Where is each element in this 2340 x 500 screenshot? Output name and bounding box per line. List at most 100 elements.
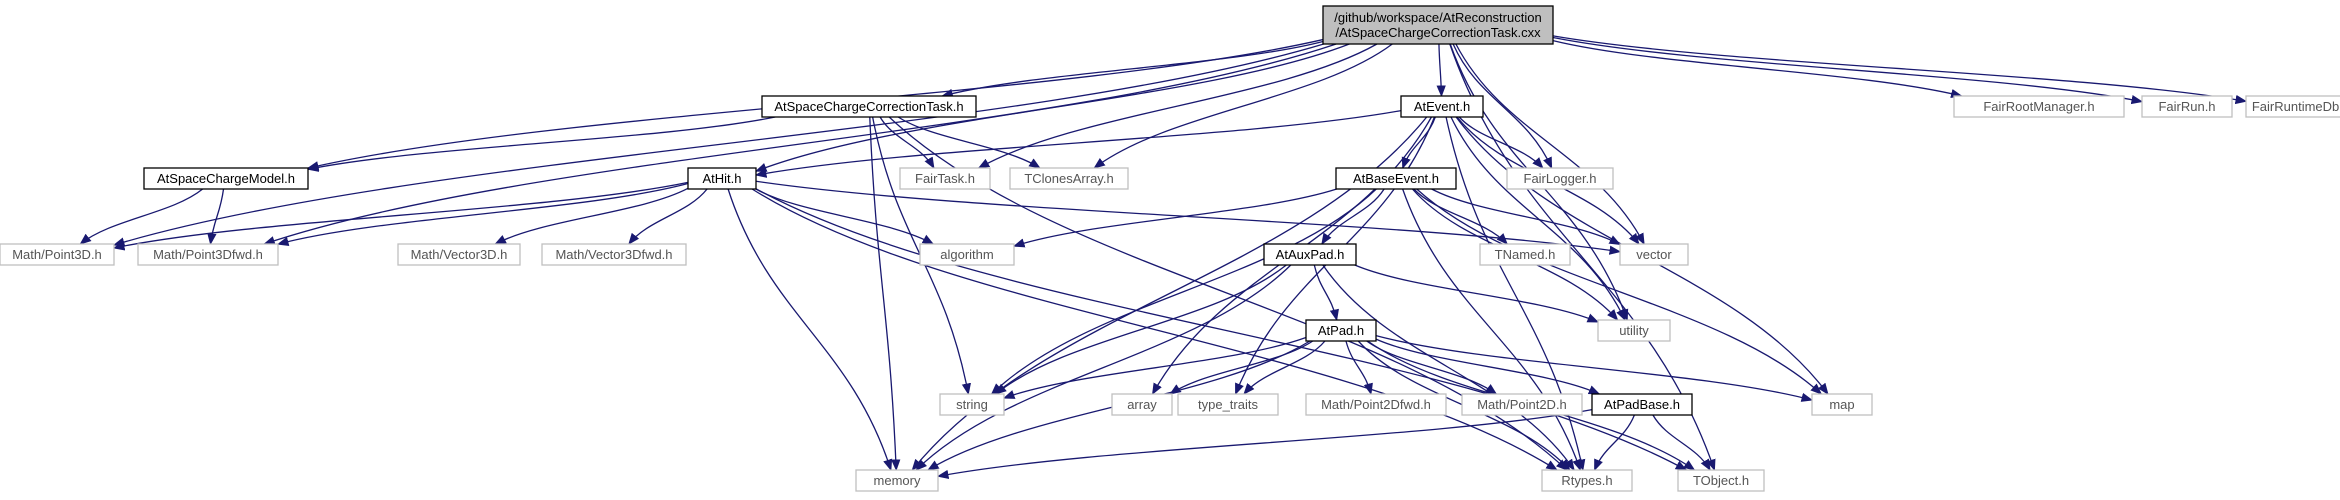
node-root[interactable]: /github/workspace/AtReconstruction/AtSpa… xyxy=(1322,5,1554,45)
node-base_h[interactable]: AtBaseEvent.h xyxy=(1335,167,1457,190)
node-label-fairrun: FairRun.h xyxy=(2158,99,2215,114)
edge-pad_h-to-map xyxy=(1375,335,1814,402)
node-padbase_h[interactable]: AtPadBase.h xyxy=(1591,393,1693,416)
node-label-fairroot: FairRootManager.h xyxy=(1983,99,2094,114)
edge-task_h-to-tclones xyxy=(897,116,1041,169)
node-map: map xyxy=(1811,393,1873,416)
node-box-p3dfwd xyxy=(137,243,279,266)
edge-task_h-to-fairtask xyxy=(879,116,935,170)
node-fairtask: FairTask.h xyxy=(899,167,991,190)
edge-base_h-to-vector xyxy=(1431,188,1622,246)
node-label-rtypes: Rtypes.h xyxy=(1561,473,1612,488)
node-box-map xyxy=(1811,393,1873,416)
node-p2d: Math/Point2D.h xyxy=(1461,393,1583,416)
node-v3d: Math/Vector3D.h xyxy=(397,243,521,266)
node-aux_h[interactable]: AtAuxPad.h xyxy=(1263,243,1357,266)
node-label-tnamed: TNamed.h xyxy=(1495,247,1556,262)
node-label-array: array xyxy=(1127,397,1157,412)
node-label-algorithm: algorithm xyxy=(940,247,993,262)
node-box-fairroot xyxy=(1953,95,2125,118)
node-label-model_h: AtSpaceChargeModel.h xyxy=(157,171,295,186)
edge-root-to-fairdb xyxy=(1552,35,2248,105)
node-algorithm: algorithm xyxy=(919,243,1015,266)
edge-base_h-to-rtypes xyxy=(1402,188,1582,472)
edge-hit_h-to-p3d xyxy=(112,181,689,251)
node-type_traits: type_traits xyxy=(1177,393,1279,416)
edge-padbase_h-to-memory xyxy=(936,408,1593,480)
node-pad_h[interactable]: AtPad.h xyxy=(1305,319,1377,342)
edge-padbase_h-to-rtypes xyxy=(1593,414,1636,472)
edge-event_h-to-fairlog xyxy=(1458,116,1544,169)
node-label-p3d: Math/Point3D.h xyxy=(12,247,102,262)
node-array: array xyxy=(1111,393,1173,416)
node-label-vector: vector xyxy=(1636,247,1672,262)
node-label-tclones: TClonesArray.h xyxy=(1024,171,1113,186)
node-box-string xyxy=(939,393,1005,416)
node-box-fairrun xyxy=(2141,95,2233,118)
edge-base_h-to-tnamed xyxy=(1413,188,1508,245)
node-string: string xyxy=(939,393,1005,416)
edge-model_h-to-p3d xyxy=(79,188,204,245)
edge-hit_h-to-memory xyxy=(727,188,893,472)
edge-base_h-to-string xyxy=(990,188,1377,395)
node-vector: vector xyxy=(1619,243,1689,266)
edge-hit_h-to-rtypes xyxy=(751,188,1558,471)
node-box-tnamed xyxy=(1479,243,1571,266)
edge-pad_h-to-string xyxy=(1002,336,1307,399)
node-box-vector xyxy=(1619,243,1689,266)
node-p3d: Math/Point3D.h xyxy=(0,243,115,266)
edge-aux_h-to-pad_h xyxy=(1313,264,1339,322)
edge-event_h-to-hit_h xyxy=(754,109,1402,178)
edge-pad_h-to-p2dfwd xyxy=(1345,340,1373,396)
node-fairrun: FairRun.h xyxy=(2141,95,2233,118)
edge-root-to-p3d xyxy=(112,43,1324,247)
node-label-base_h: AtBaseEvent.h xyxy=(1353,171,1439,186)
node-label-map: map xyxy=(1829,397,1854,412)
node-box-utility xyxy=(1597,319,1671,342)
node-model_h[interactable]: AtSpaceChargeModel.h xyxy=(143,167,309,190)
edge-base_h-to-algorithm xyxy=(1012,188,1337,248)
node-label-utility: utility xyxy=(1619,323,1649,338)
node-label-event_h: AtEvent.h xyxy=(1414,99,1470,114)
edge-root-to-event_h xyxy=(1436,43,1446,98)
node-box-aux_h xyxy=(1263,243,1357,266)
node-label-root: /AtSpaceChargeCorrectionTask.cxx xyxy=(1335,25,1541,40)
node-box-memory xyxy=(855,469,939,492)
edge-root-to-fairrun xyxy=(1552,36,2144,105)
edge-base_h-to-map xyxy=(1416,188,1823,395)
edge-aux_h-to-utility xyxy=(1354,264,1600,323)
nodes-layer: /github/workspace/AtReconstruction/AtSpa… xyxy=(0,5,2340,492)
edge-root-to-fairtask xyxy=(977,43,1378,169)
node-utility: utility xyxy=(1597,319,1671,342)
edge-padbase_h-to-tobject xyxy=(1652,414,1711,472)
node-label-aux_h: AtAuxPad.h xyxy=(1276,247,1345,262)
node-label-task_h: AtSpaceChargeCorrectionTask.h xyxy=(774,99,963,114)
node-box-algorithm xyxy=(919,243,1015,266)
edge-pad_h-to-padbase_h xyxy=(1375,338,1601,395)
node-label-fairtask: FairTask.h xyxy=(915,171,975,186)
node-label-type_traits: type_traits xyxy=(1198,397,1258,412)
edge-aux_h-to-string xyxy=(994,264,1287,395)
edge-root-to-fairlog xyxy=(1452,43,1553,170)
node-fairlog: FairLogger.h xyxy=(1506,167,1614,190)
node-box-task_h xyxy=(761,95,977,118)
node-task_h[interactable]: AtSpaceChargeCorrectionTask.h xyxy=(761,95,977,118)
edge-root-to-fairroot xyxy=(1552,39,1963,99)
node-event_h[interactable]: AtEvent.h xyxy=(1400,95,1484,118)
node-memory: memory xyxy=(855,469,939,492)
node-box-hit_h xyxy=(687,167,757,190)
node-box-p2d xyxy=(1461,393,1583,416)
node-hit_h[interactable]: AtHit.h xyxy=(687,167,757,190)
node-label-string: string xyxy=(956,397,988,412)
edge-root-to-tclones xyxy=(1093,43,1393,169)
node-label-p3dfwd: Math/Point3Dfwd.h xyxy=(153,247,263,262)
node-label-root: /github/workspace/AtReconstruction xyxy=(1334,10,1541,25)
node-label-fairlog: FairLogger.h xyxy=(1524,171,1597,186)
node-label-v3dfwd: Math/Vector3Dfwd.h xyxy=(555,247,672,262)
node-label-tobject: TObject.h xyxy=(1693,473,1749,488)
edge-aux_h-to-memory xyxy=(915,264,1292,471)
node-p3dfwd: Math/Point3Dfwd.h xyxy=(137,243,279,266)
edge-hit_h-to-tobject xyxy=(755,188,1688,471)
edge-hit_h-to-v3dfwd xyxy=(628,188,708,245)
